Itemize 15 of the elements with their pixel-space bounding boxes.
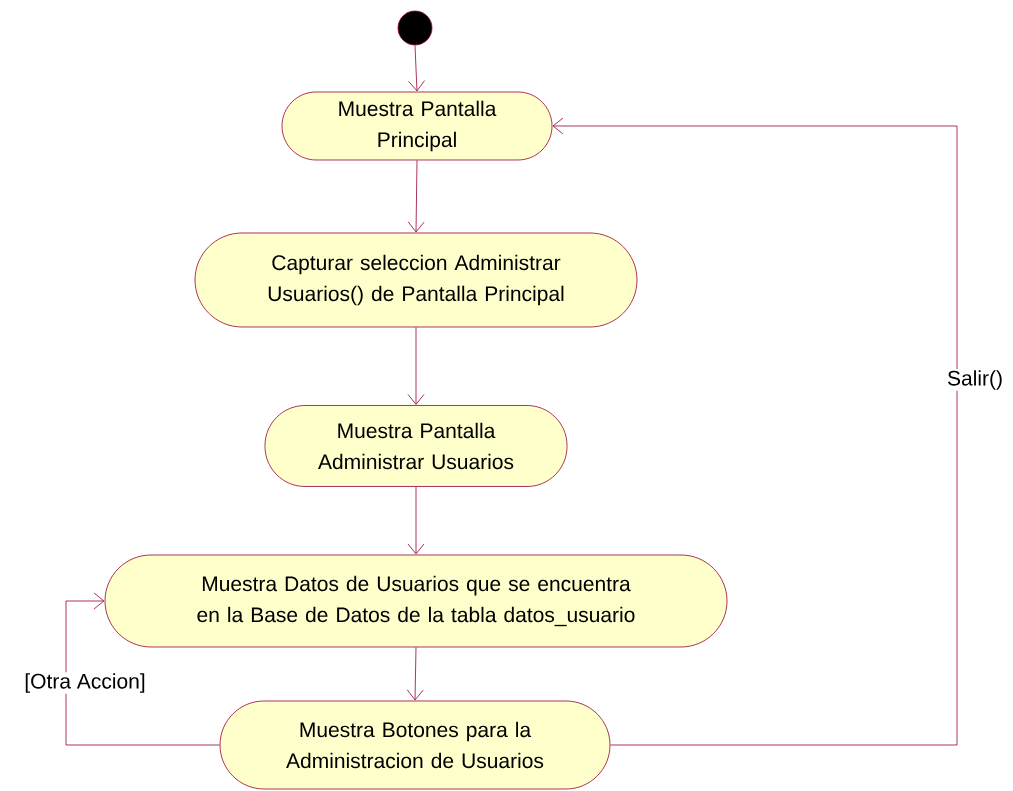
activity-box: Muestra Pantalla Administrar Usuarios xyxy=(264,405,568,487)
activity-box: Muestra Pantalla Principal xyxy=(281,91,553,161)
arrow xyxy=(552,117,958,746)
arrow xyxy=(407,327,425,405)
arrow xyxy=(406,647,424,701)
start-node xyxy=(397,10,433,46)
arrow xyxy=(407,160,425,233)
edge-label: Salir() xyxy=(946,369,1004,391)
activity-box: Capturar seleccion Administrar Usuarios() de Pantalla Principal xyxy=(194,232,638,328)
arrow xyxy=(408,45,425,92)
edge-label: [Otra Accion] xyxy=(23,672,147,694)
activity-box: Muestra Datos de Usuarios que se encuentra en la Base de Datos de la tabla datos_usuario xyxy=(104,554,728,648)
arrow xyxy=(407,486,425,555)
arrow xyxy=(65,592,220,746)
activity-box: Muestra Botones para la Administracion de Usuarios xyxy=(219,700,611,790)
